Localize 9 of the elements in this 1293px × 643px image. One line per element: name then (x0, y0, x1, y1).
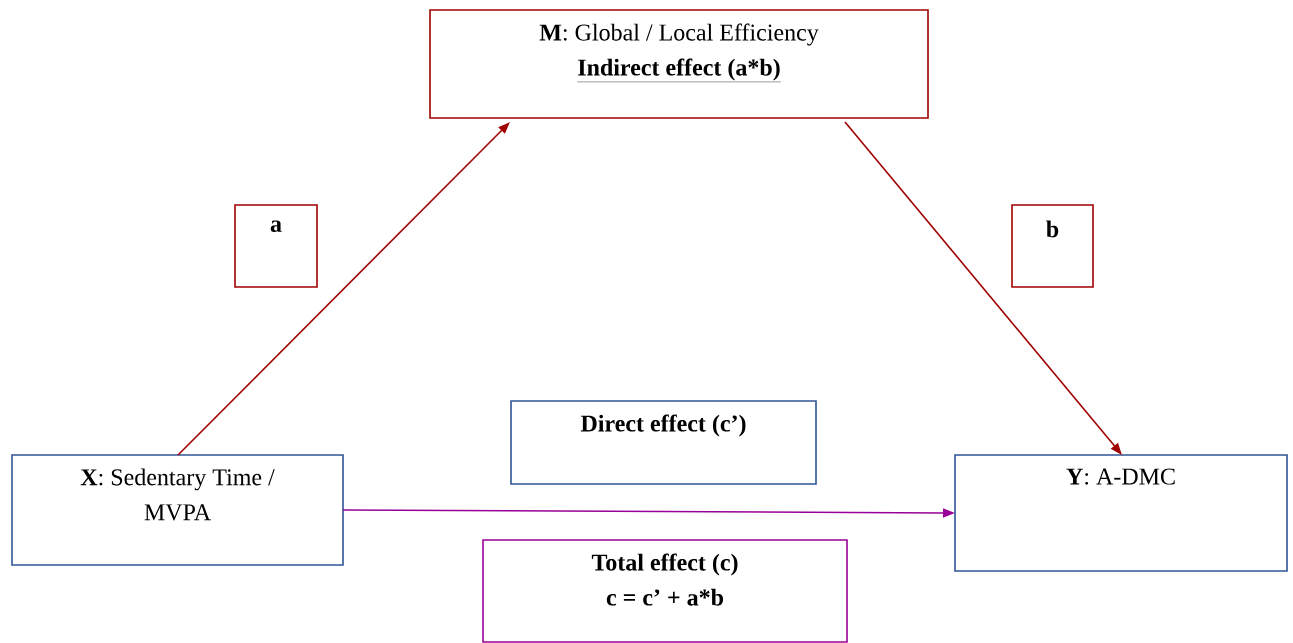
variable-box: Y: A-DMC (954, 454, 1288, 572)
effect-box: Direct effect (c’) (510, 400, 817, 485)
path-label-box: b (1011, 204, 1094, 288)
variable-box: X: Sedentary Time / MVPA (11, 454, 344, 566)
path-label-box: a (234, 204, 318, 288)
effect-box: Total effect (c) c = c’ + a*b (482, 539, 848, 643)
arrow (844, 121, 1122, 455)
mediator-box: M: Global / Local Efficiency Indirect effect (a*b) (429, 9, 929, 119)
arrow (177, 122, 510, 456)
